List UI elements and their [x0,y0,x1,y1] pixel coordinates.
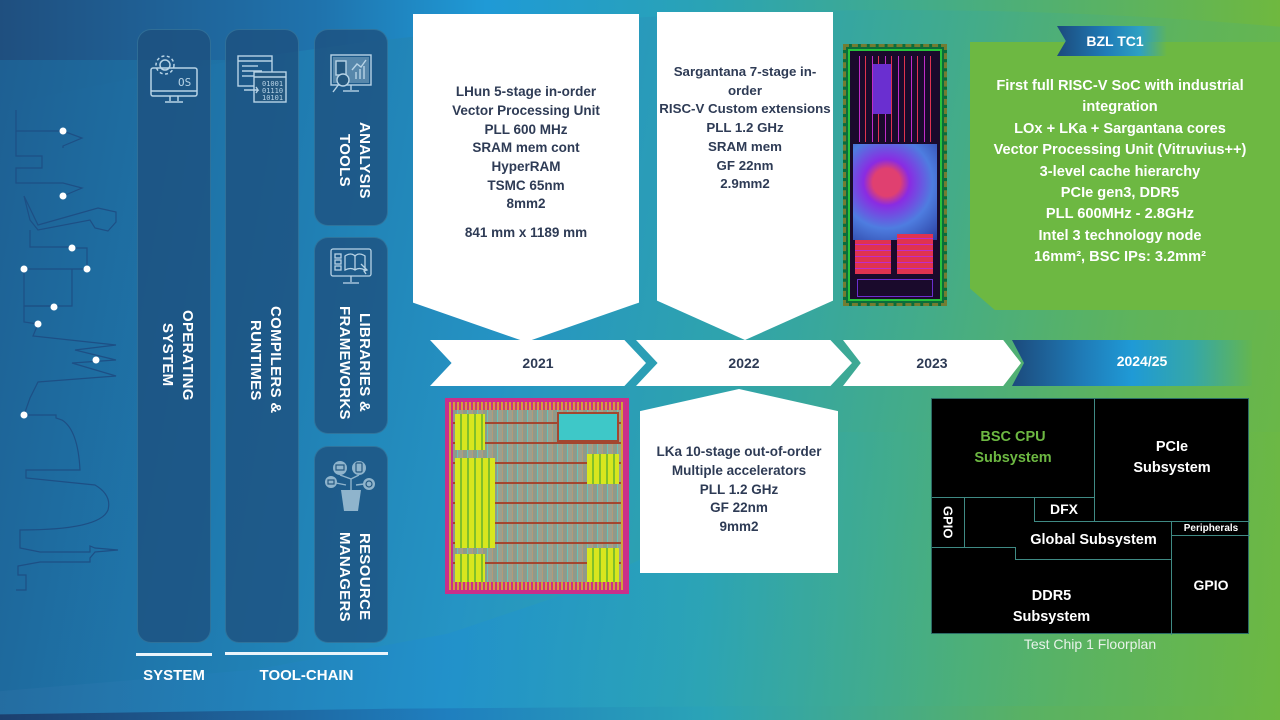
resource-tree-pot-icon [324,459,378,516]
card-2022-lka: LKa 10-stage out-of-order Multiple accel… [640,389,838,573]
card-line: PLL 600 MHz [484,121,568,137]
tc1-tag-label: BZL TC1 [1086,33,1144,49]
lhun-die-image [445,398,629,594]
pillar-compilers-runtimes: 01001 01110 10101 COMPILERS & RUNTIMES [225,29,299,643]
tc1-line: PLL 600MHz - 2.8GHz [1045,206,1195,223]
timeline-year: 2023 [916,355,948,371]
svg-text:01110: 01110 [262,87,283,95]
analytics-monitor-icon [328,52,374,103]
tc1-line: LOx + LKa + Sargantana cores [1014,120,1226,137]
fp-ddr5-subsystem: DDR5 Subsystem [1012,588,1091,625]
card-line: 8mm2 [506,196,546,212]
timeline-2024-25[interactable]: 2024/25 [1012,340,1252,386]
pillar-label: RESOURCE MANAGERS [336,532,373,622]
timeline-2021[interactable]: 2021 [430,340,646,386]
timeline-year: 2022 [728,355,760,371]
tc1-line: integration [1082,99,1158,116]
timeline-2023[interactable]: 2023 [843,340,1021,386]
card-line: Sargantana 7-stage in- [673,64,817,80]
svg-text:01001: 01001 [262,80,283,88]
svg-text:10101: 10101 [262,94,283,102]
system-group-label: SYSTEM [143,667,205,684]
pillar-label: LIBRARIES & FRAMEWORKS [336,306,373,420]
card-line: RISC-V Custom extensions [659,101,831,117]
fp-gpio-right: GPIO [1193,577,1229,593]
card-line: GF 22nm [710,500,768,516]
pillar-label: COMPILERS & RUNTIMES [247,306,284,414]
tc1-floorplan: BSC CPU Subsystem PCIe Subsystem GPIO DF… [931,398,1250,635]
card-line: PLL 1.2 GHz [699,481,779,497]
fp-global-subsystem: Global Subsystem [1030,531,1157,548]
sargantana-die-image [843,44,947,306]
pillar-operating-system: OS OPERATING SYSTEM [137,29,211,643]
timeline-year: 2021 [522,355,554,371]
card-line: PLL 1.2 GHz [706,120,784,136]
system-group-line [136,653,212,656]
library-book-monitor-icon [329,246,373,293]
card-line: LKa 10-stage out-of-order [656,444,822,460]
tc1-line: Intel 3 technology node [1038,227,1202,244]
tc1-line: 16mm², BSC IPs: 3.2mm² [1034,249,1206,266]
toolchain-group-label: TOOL-CHAIN [259,667,354,684]
card-line: LHun 5-stage in-order [455,84,597,100]
pillar-resource-managers: RESOURCE MANAGERS [314,446,388,643]
card-line: 2.9mm2 [720,176,770,192]
timeline-2022[interactable]: 2022 [636,340,852,386]
card-line: Multiple accelerators [671,462,807,478]
pillar-label: ANALYSIS TOOLS [336,121,373,199]
tc1-description-panel: First full RISC-V SoC with industrial in… [970,42,1280,310]
card-line: GF 22nm [716,157,774,173]
fp-pcie-subsystem: PCIe Subsystem [1133,439,1211,476]
tc1-line: 3-level cache hierarchy [1039,163,1201,180]
fp-bsc-cpu-subsystem: BSC CPU Subsystem [974,429,1052,466]
card-line: TSMC 65nm [487,177,565,193]
card-line: SRAM mem [708,138,782,154]
circuit-skyline-icon [15,110,119,591]
tc1-line: First full RISC-V SoC with industrial [996,78,1244,94]
pillar-libraries-frameworks: LIBRARIES & FRAMEWORKS [314,237,388,434]
floorplan-caption: Test Chip 1 Floorplan [1023,636,1157,652]
tc1-tag: BZL TC1 [1057,26,1167,56]
card-line: Vector Processing Unit [452,102,600,118]
pillar-label: OPERATING SYSTEM [159,309,196,401]
card-dimension: 841 mm x 1189 mm [464,225,588,241]
svg-text:OS: OS [178,76,191,89]
tc1-line: Vector Processing Unit (Vitruvius++) [993,142,1247,159]
code-windows-binary-icon: 01001 01110 10101 [236,52,288,109]
os-monitor-gear-icon: OS [148,52,200,109]
card-line: HyperRAM [491,159,561,174]
fp-gpio-left: GPIO [940,505,956,539]
card-2022-sargantana: Sargantana 7-stage in- order RISC-V Cust… [657,12,833,340]
card-2021-lhun: LHun 5-stage in-order Vector Processing … [413,14,639,342]
card-line: 9mm2 [719,519,759,535]
timeline-year: 2024/25 [1116,353,1168,369]
tc1-line: PCIe gen3, DDR5 [1060,185,1180,202]
fp-peripherals: Peripherals [1183,522,1239,534]
fp-dfx: DFX [1050,500,1078,517]
pillar-analysis-tools: ANALYSIS TOOLS [314,29,388,226]
card-line: order [728,82,762,98]
toolchain-group-line [225,652,388,655]
card-line: SRAM mem cont [472,140,580,156]
